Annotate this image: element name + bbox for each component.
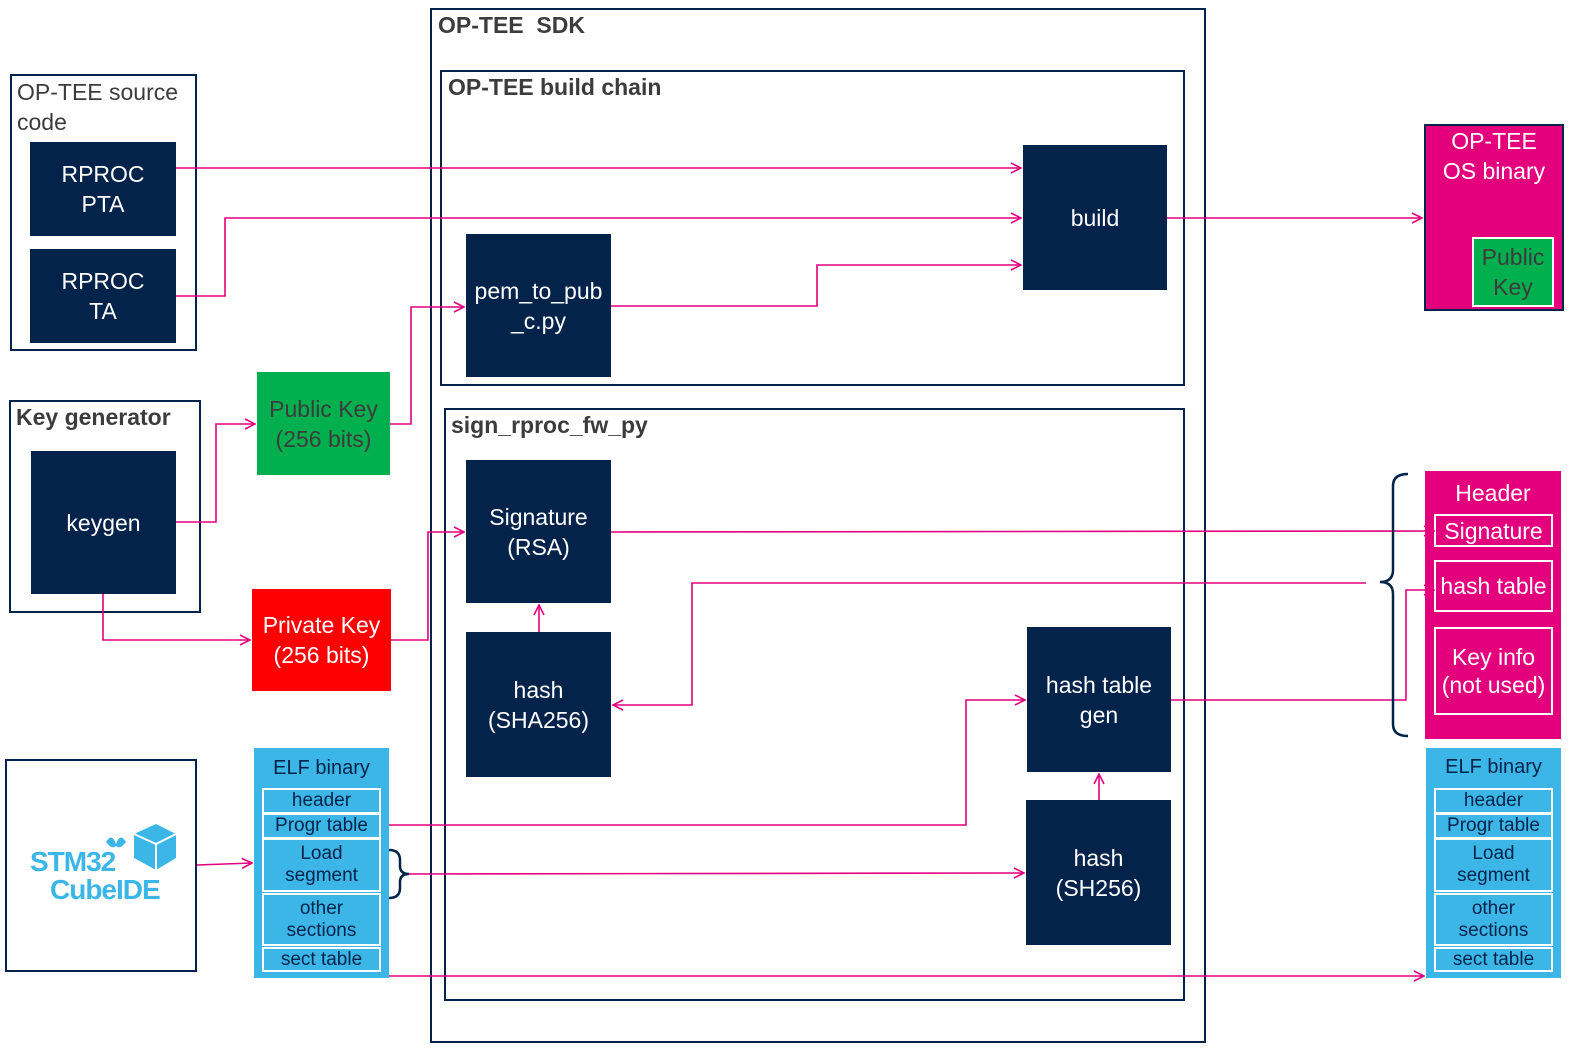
op-tee-sdk-frame: OP-TEE SDK [430, 8, 1206, 1043]
header-key-info-cell: Key info (not used) [1434, 627, 1553, 715]
os-binary-title: OP-TEE OS binary [1442, 128, 1546, 184]
elf-input-other-sections-cell: other sections [262, 893, 381, 946]
source-code-frame: OP-TEE source code [10, 74, 197, 351]
arrow-keygen-to-public-key [176, 424, 255, 523]
arrow-progr-table-to-hash-table-gen [389, 700, 1025, 826]
arrow-public-key-to-pem [390, 307, 464, 425]
arrow-hash-table-gen-to-header [1171, 590, 1434, 701]
elf-binary-output: ELF binary header Progr table Load segme… [1426, 748, 1561, 978]
cubeide-logo: STM32 CubeIDE [30, 822, 180, 912]
pem-to-pub-box: pem_to_pub _c.py [466, 234, 611, 377]
hash-sha256-box: hash (SHA256) [466, 632, 611, 777]
elf-input-progr-table-cell: Progr table [262, 813, 381, 839]
logo-line-cubeide: CubeIDE [50, 874, 161, 905]
elf-output-other-sections-cell: other sections [1434, 893, 1553, 946]
brace-header [1379, 472, 1409, 738]
logo-line-stm32: STM32 [30, 846, 116, 877]
hash-table-gen-box: hash table gen [1027, 627, 1171, 772]
keygen-box: keygen [31, 451, 176, 594]
elf-input-sect-table-cell: sect table [262, 947, 381, 972]
elf-output-load-segment-cell: Load segment [1434, 838, 1553, 892]
os-binary-public-key: Public Key [1472, 237, 1554, 307]
elf-binary-input: ELF binary header Progr table Load segme… [254, 748, 389, 978]
key-generator-frame: Key generator [9, 400, 201, 613]
build-chain-frame: OP-TEE build chain [440, 70, 1185, 386]
key-generator-title: Key generator [16, 404, 171, 430]
arrow-keygen-to-private-key [102, 594, 250, 640]
elf-input-title: ELF binary [273, 757, 370, 779]
op-tee-os-binary: OP-TEE OS binary Public Key [1424, 124, 1564, 311]
rproc-ta-box: RPROC TA [30, 249, 176, 343]
signature-rsa-box: Signature (RSA) [466, 460, 611, 603]
arrow-load-segment-to-hash-sh256 [408, 873, 1024, 874]
arrow-pem-to-build [611, 265, 1021, 307]
elf-input-load-segment-cell: Load segment [262, 838, 381, 892]
elf-input-header-cell: header [262, 788, 381, 814]
source-code-title: OP-TEE source code [17, 79, 179, 135]
header-title: Header [1455, 480, 1531, 506]
arrow-header-to-hash [613, 582, 1366, 705]
arrow-private-key-to-signature [391, 532, 464, 641]
header-block: Header Signature hash table Key info (no… [1425, 471, 1561, 739]
arrow-ide-to-elf [196, 863, 252, 865]
sign-tool-frame: sign_rproc_fw_py [444, 408, 1185, 1001]
cubeide-frame [5, 759, 197, 972]
sign-tool-title: sign_rproc_fw_py [451, 412, 648, 438]
private-key-box: Private Key (256 bits) [252, 589, 391, 691]
cube-icon [106, 824, 177, 870]
header-hash-table-cell: hash table [1434, 560, 1553, 612]
hash-sh256-box: hash (SH256) [1026, 800, 1171, 945]
public-key-box: Public Key (256 bits) [257, 372, 390, 475]
rproc-pta-box: RPROC PTA [30, 142, 176, 236]
brace-load-segment [388, 848, 410, 900]
arrow-ta-to-build [176, 218, 1021, 297]
build-chain-title: OP-TEE build chain [448, 74, 662, 100]
elf-output-sect-table-cell: sect table [1434, 947, 1553, 972]
arrow-signature-to-header [610, 531, 1434, 532]
elf-output-title: ELF binary [1445, 756, 1542, 778]
op-tee-sdk-title: OP-TEE SDK [438, 12, 585, 38]
build-box: build [1023, 145, 1167, 290]
